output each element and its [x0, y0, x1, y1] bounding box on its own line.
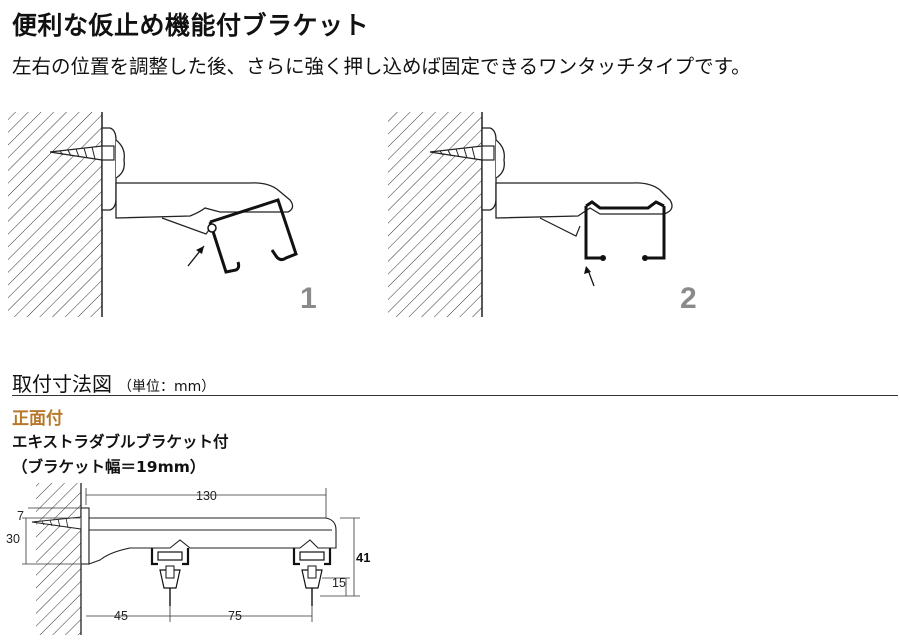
screw-2 [429, 145, 495, 161]
figure-1-illustration [8, 112, 298, 317]
mount-type-label: 正面付 [12, 409, 63, 429]
figure-2-illustration [388, 112, 673, 317]
wall-hatch-2 [388, 112, 482, 317]
page-title: 便利な仮止め機能付ブラケット [12, 11, 370, 40]
section-title: 取付寸法図 （単位：mm） [12, 368, 215, 397]
product-note: （ブラケット幅＝19mm） [12, 458, 206, 476]
wall-hatch-1 [8, 112, 102, 317]
figure-number-1: 1 [300, 282, 317, 315]
unit-label: （単位：mm） [118, 379, 216, 395]
wall-hatch-3 [36, 483, 81, 635]
dimension-drawing [22, 483, 360, 635]
page-subtitle: 左右の位置を調整した後、さらに強く押し込めば固定できるワンタッチタイプです。 [12, 55, 751, 78]
section-divider [12, 395, 898, 396]
product-name: エキストラダブルブラケット付 [12, 433, 229, 451]
figure-number-2: 2 [680, 282, 697, 315]
rail-left [150, 548, 190, 606]
rail-right [292, 548, 332, 606]
screw-1 [49, 145, 115, 161]
section-heading: 取付寸法図 [12, 372, 112, 396]
